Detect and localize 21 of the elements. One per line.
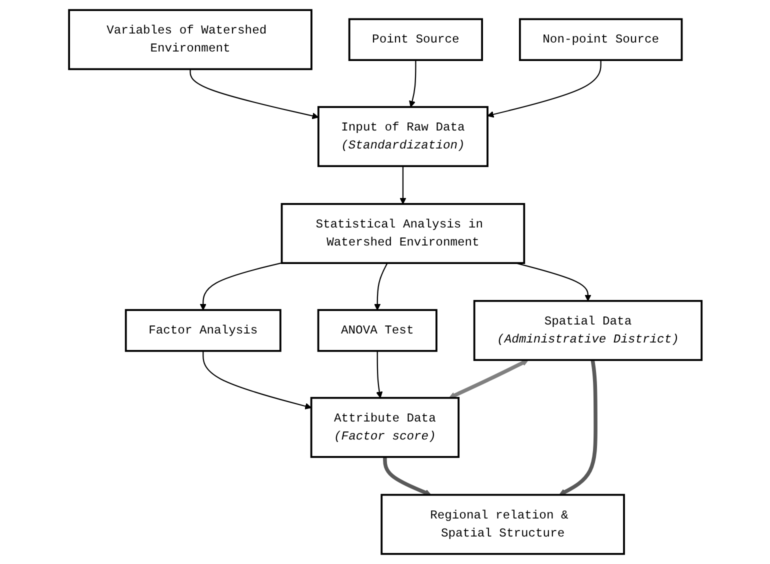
- arrow: [399, 166, 406, 204]
- arrow: [382, 456, 431, 496]
- node-box: Statistical Analysis in Watershed Environment: [280, 203, 525, 264]
- node-box: Attribute Data (Factor score): [310, 396, 460, 458]
- node-box: Factor Analysis: [124, 309, 281, 352]
- node-box: Variables of Watershed Environment: [68, 9, 312, 70]
- node-box: Point Source: [348, 18, 483, 61]
- arrow: [408, 60, 416, 108]
- arrow: [486, 60, 602, 118]
- arrow: [202, 350, 312, 410]
- arrow: [189, 69, 318, 120]
- node-box: ANOVA Test: [316, 309, 438, 352]
- arrow: [558, 360, 598, 496]
- arrow: [448, 360, 528, 398]
- arrow: [376, 350, 382, 398]
- arrow: [199, 262, 282, 310]
- arrow: [374, 262, 388, 310]
- node-box: Non-point Source: [518, 18, 682, 61]
- node-box: Spatial Data (Administrative District): [473, 300, 702, 361]
- node-box: Input of Raw Data (Standardization): [317, 106, 488, 168]
- node-box: Regional relation & Spatial Structure: [380, 494, 625, 555]
